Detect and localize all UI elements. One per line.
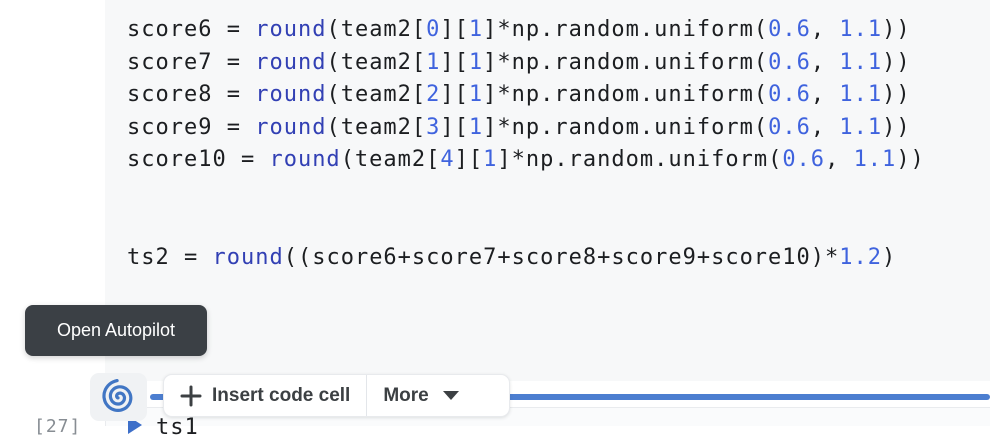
code-token: 0 xyxy=(426,17,441,42)
code-token: score8 = xyxy=(127,82,256,107)
code-token: score7 = xyxy=(127,49,256,75)
code-token: )) xyxy=(882,114,911,140)
code-token: )) xyxy=(882,49,911,75)
code-token: (team2[ xyxy=(326,17,427,42)
cell-insert-indicator-line xyxy=(150,394,990,400)
caret-down-icon xyxy=(442,391,459,400)
insert-code-cell-button[interactable]: Insert code cell xyxy=(164,375,366,416)
toolbar-divider xyxy=(366,375,368,416)
code-token: (team2[ xyxy=(326,49,427,75)
code-token: ]*np.random.uniform( xyxy=(483,114,769,140)
code-token: score9 = xyxy=(127,114,256,140)
code-token: ) xyxy=(882,244,897,270)
code-token: 1.1 xyxy=(839,114,883,140)
autopilot-tooltip-label: Open Autopilot xyxy=(56,320,176,340)
code-token: ]*np.random.uniform( xyxy=(483,49,769,75)
code-token: ][ xyxy=(440,114,469,140)
code-token: 4 xyxy=(440,147,455,172)
code-token: 1.1 xyxy=(853,147,897,172)
plus-icon xyxy=(180,385,202,406)
code-cell[interactable]: score6 = round(team2[0][1]*np.random.uni… xyxy=(105,0,990,381)
code-line[interactable]: score6 = round(team2[0][1]*np.random.uni… xyxy=(127,14,925,47)
code-token: )) xyxy=(882,82,911,107)
code-line[interactable]: ts2 = round((score6+score7+score8+score9… xyxy=(127,242,925,275)
code-line[interactable]: score8 = round(team2[2][1]*np.random.uni… xyxy=(127,79,925,112)
code-token: 0.6 xyxy=(768,114,811,140)
insert-code-cell-label: Insert code cell xyxy=(212,384,351,406)
code-token: 0.6 xyxy=(782,147,826,172)
code-token: ][ xyxy=(454,147,484,172)
code-token: , xyxy=(810,49,840,75)
code-token: ][ xyxy=(440,49,469,75)
code-token: 2 xyxy=(426,82,441,107)
code-token: 0.6 xyxy=(768,82,811,107)
code-line[interactable]: score7 = round(team2[1][1]*np.random.uni… xyxy=(127,47,925,80)
code-token: round xyxy=(212,244,284,270)
more-label: More xyxy=(383,384,429,406)
code-line[interactable] xyxy=(127,209,925,242)
code-token: round xyxy=(255,17,327,42)
code-token: round xyxy=(269,147,341,172)
code-token: 1.1 xyxy=(839,82,883,107)
more-button[interactable]: More xyxy=(367,375,474,416)
code-token: 3 xyxy=(426,114,441,140)
code-token: 0.6 xyxy=(768,17,811,42)
code-token: 0.6 xyxy=(768,49,811,75)
code-token: ts2 = xyxy=(127,244,213,270)
code-token: , xyxy=(810,17,840,42)
autopilot-button[interactable] xyxy=(90,373,147,421)
code-token: ]*np.random.uniform( xyxy=(483,17,769,42)
code-token: ][ xyxy=(440,82,469,107)
code-token: ((score6+score7+score8+score9+score10)* xyxy=(283,244,840,270)
code-token: 1 xyxy=(426,49,441,75)
code-token: 1 xyxy=(468,114,484,140)
code-token: , xyxy=(825,147,854,172)
code-token: ][ xyxy=(440,17,469,42)
code-token: 1 xyxy=(468,17,484,42)
code-line[interactable]: score9 = round(team2[3][1]*np.random.uni… xyxy=(127,112,925,145)
code-token: )) xyxy=(882,17,911,42)
code-token: 1 xyxy=(468,82,484,107)
code-token: (team2[ xyxy=(326,114,427,140)
code-token: , xyxy=(810,82,840,107)
code-token: 1.1 xyxy=(839,17,883,42)
code-token: 1 xyxy=(483,147,498,172)
execution-count: [27] xyxy=(34,416,82,437)
code-line[interactable]: score10 = round(team2[4][1]*np.random.un… xyxy=(127,144,925,177)
code-token: round xyxy=(255,114,327,140)
spiral-icon xyxy=(101,379,132,413)
code-token: 1.2 xyxy=(839,244,883,270)
next-cell-code-fragment[interactable]: ts1 xyxy=(156,415,199,440)
code-token: ]*np.random.uniform( xyxy=(497,147,783,172)
code-token: 1 xyxy=(468,49,484,75)
code-line[interactable] xyxy=(127,177,925,210)
code-token: , xyxy=(810,114,840,140)
code-token: ]*np.random.uniform( xyxy=(483,82,769,107)
code-token: round xyxy=(255,82,327,107)
code-editor[interactable]: score6 = round(team2[0][1]*np.random.uni… xyxy=(127,14,925,274)
code-token: (team2[ xyxy=(340,147,441,172)
code-token: round xyxy=(255,49,327,75)
code-token: score6 = xyxy=(127,17,256,42)
autopilot-tooltip: Open Autopilot xyxy=(25,305,207,356)
code-token: score10 = xyxy=(127,147,270,172)
code-token: )) xyxy=(896,147,925,172)
cell-hover-toolbar: Insert code cell More xyxy=(163,374,510,417)
code-token: (team2[ xyxy=(326,82,427,107)
code-token: 1.1 xyxy=(839,49,883,75)
